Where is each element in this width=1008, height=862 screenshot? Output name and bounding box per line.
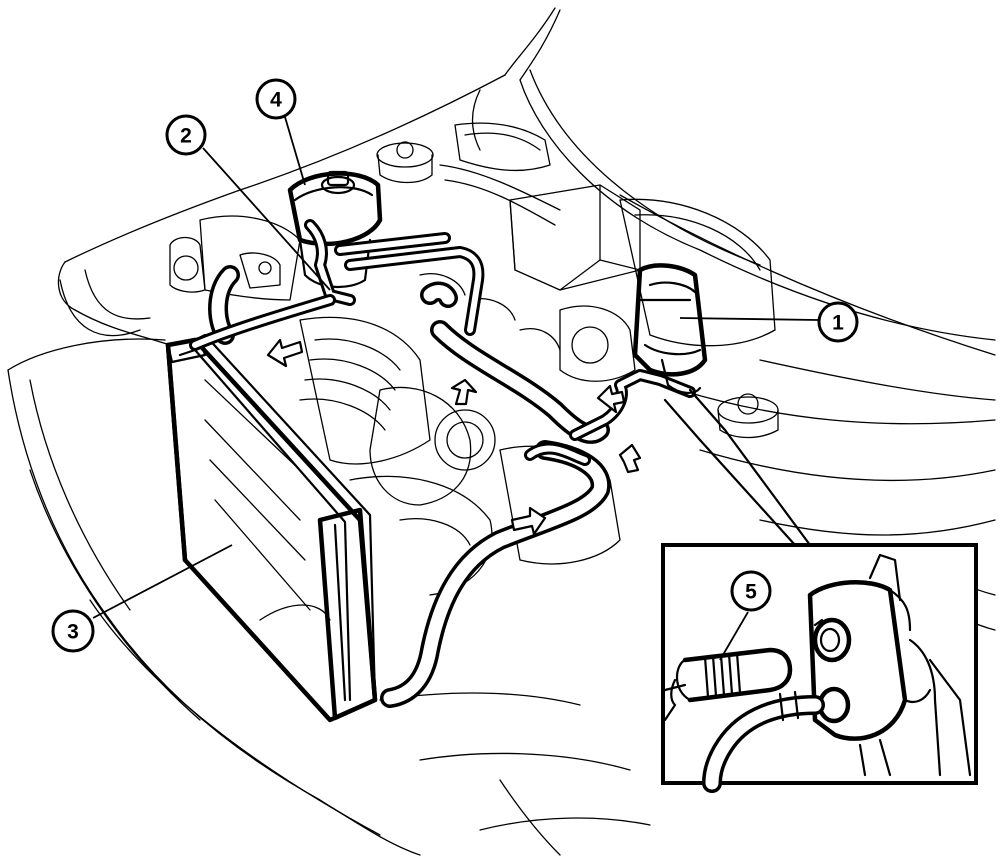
radiator xyxy=(165,333,378,723)
callout-4: 4 xyxy=(255,78,297,120)
callout-1-label: 1 xyxy=(832,312,844,335)
callout-leaders xyxy=(92,116,819,661)
heater-valve xyxy=(632,263,708,394)
callout-2-label: 2 xyxy=(180,125,192,148)
expansion-tank xyxy=(287,170,383,289)
callout-3: 3 xyxy=(51,609,95,653)
detail-inset xyxy=(661,543,978,793)
callout-5: 5 xyxy=(730,570,772,612)
inset-leader-lines xyxy=(663,388,812,547)
coolant-hoses xyxy=(189,219,696,708)
callout-1: 1 xyxy=(817,301,859,343)
callout-3-label: 3 xyxy=(67,621,79,644)
vehicle-body-outline xyxy=(7,7,996,856)
callout-5-label: 5 xyxy=(745,581,757,604)
callout-4-label: 4 xyxy=(270,89,282,112)
flow-arrows xyxy=(266,338,642,536)
callout-2: 2 xyxy=(165,114,207,156)
